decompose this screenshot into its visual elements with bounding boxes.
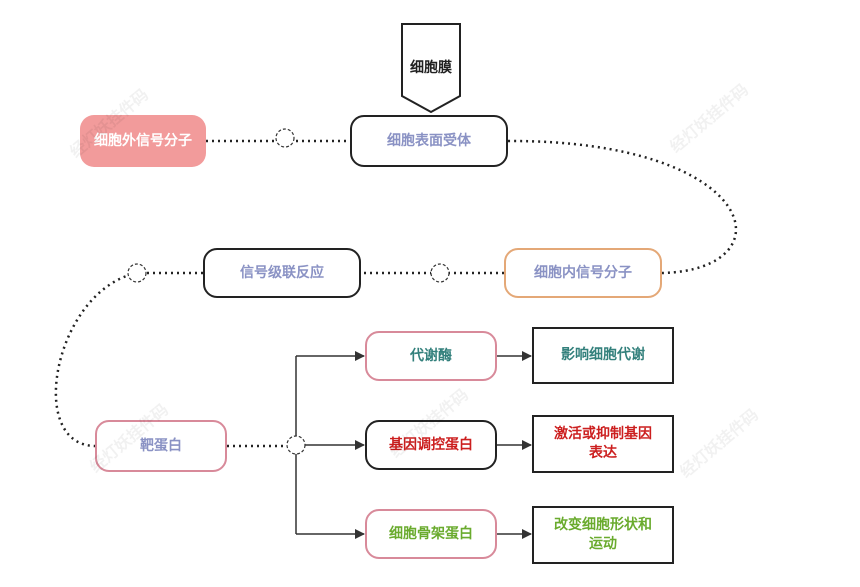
node-label: 代谢酶 [410, 347, 452, 364]
junction-circle [286, 435, 306, 455]
node-label: 细胞内信号分子 [534, 264, 632, 281]
junction-circle [430, 263, 450, 283]
node-signal-cascade[interactable]: 信号级联反应 [203, 248, 361, 298]
junction-circle [275, 128, 295, 148]
node-label: 细胞表面受体 [387, 132, 471, 149]
membrane-label: 细胞膜 [410, 60, 452, 76]
connector-surface-to-intra [507, 139, 738, 275]
node-label: 基因调控蛋白 [389, 436, 473, 453]
result-gene-expression[interactable]: 激活或抑制基因 表达 [532, 415, 674, 473]
node-gene-regulatory-protein[interactable]: 基因调控蛋白 [365, 420, 497, 470]
result-label-line2: 运动 [589, 536, 617, 552]
node-label: 细胞外信号分子 [94, 132, 192, 149]
junction-circle [127, 263, 147, 283]
node-label: 靶蛋白 [140, 437, 182, 454]
result-label-line1: 激活或抑制基因 [554, 426, 652, 442]
node-label: 信号级联反应 [240, 264, 324, 281]
node-surface-receptor[interactable]: 细胞表面受体 [350, 115, 508, 167]
node-target-protein[interactable]: 靶蛋白 [95, 420, 227, 472]
node-intracellular-signal[interactable]: 细胞内信号分子 [504, 248, 662, 298]
node-metabolic-enzyme[interactable]: 代谢酶 [365, 331, 497, 381]
node-cytoskeletal-protein[interactable]: 细胞骨架蛋白 [365, 509, 497, 559]
node-label: 细胞骨架蛋白 [389, 525, 473, 542]
connector-cascade-to-target [54, 271, 203, 448]
result-label: 影响细胞代谢 [561, 347, 645, 363]
result-label-line2: 表达 [589, 445, 617, 461]
node-extracellular-signal[interactable]: 细胞外信号分子 [80, 115, 206, 167]
membrane-shape [401, 23, 461, 114]
result-cell-shape-motion[interactable]: 改变细胞形状和 运动 [532, 506, 674, 564]
result-label-line1: 改变细胞形状和 [554, 517, 652, 533]
result-metabolism[interactable]: 影响细胞代谢 [532, 327, 674, 384]
